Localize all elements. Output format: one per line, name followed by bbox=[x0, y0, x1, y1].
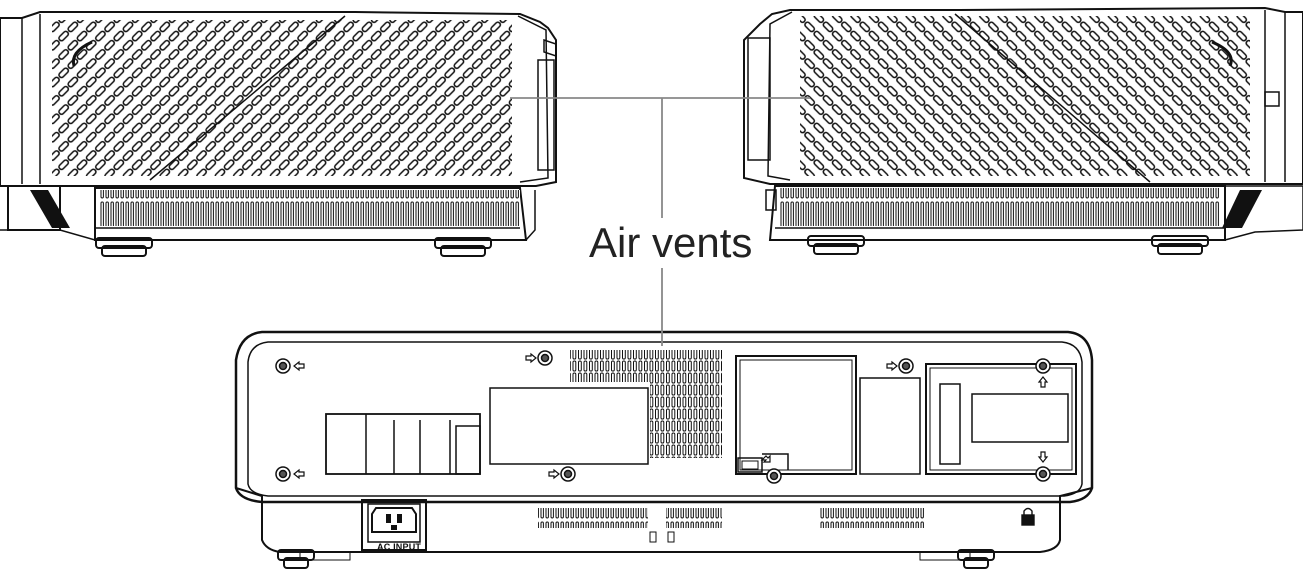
arrow-left-icon bbox=[293, 360, 305, 372]
air-vents-label: Air vents bbox=[585, 218, 757, 268]
arrow-right-icon bbox=[886, 360, 898, 372]
arrow-up-right-icon bbox=[760, 454, 771, 463]
bottom-view bbox=[234, 330, 1094, 569]
arrow-up-icon bbox=[1037, 376, 1049, 388]
screw-markers bbox=[275, 350, 1051, 484]
callout-leader-lines bbox=[510, 97, 810, 346]
right-side-view bbox=[743, 6, 1303, 255]
arrow-left-icon bbox=[293, 468, 305, 480]
arrow-right-icon bbox=[525, 352, 537, 364]
arrow-right-icon bbox=[548, 468, 560, 480]
security-lock-icon bbox=[1021, 507, 1035, 526]
ac-input-label: AC INPUT bbox=[377, 542, 422, 552]
arrow-down-icon bbox=[1037, 451, 1049, 463]
left-side-view bbox=[0, 11, 557, 257]
